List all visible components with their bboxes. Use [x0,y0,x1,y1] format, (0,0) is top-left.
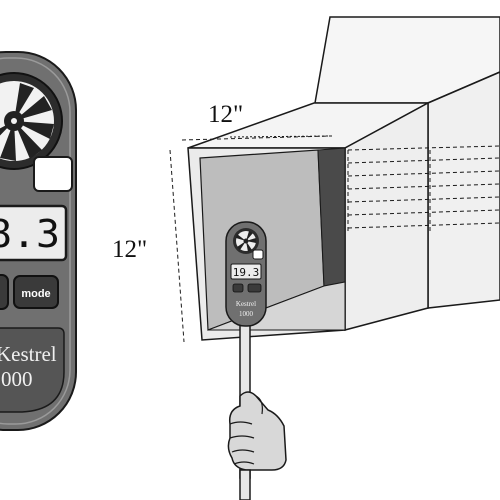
meter-small-lcd [230,263,262,280]
dimension-side: 12" [112,149,185,343]
meter-large-model: 000 [1,367,33,391]
meter-small-reading: 19.3 [233,266,260,279]
meter-large-left-button [0,274,9,310]
dimension-top: 12" [181,101,333,141]
meter-large-tab [33,156,73,192]
kestrel-meter-large: 8.3 mode Kestrel 000 [0,51,77,431]
meter-small-brand: Kestrel [236,300,256,308]
meter-small-tab [252,249,264,260]
hand-icon [227,391,287,500]
meter-small-model: 1000 [239,310,254,318]
meter-large-brand-plate [0,327,65,413]
meter-large-mode-button [13,275,59,309]
dimension-side-label: 12" [112,236,147,263]
box-side-panel [427,71,500,309]
dimension-top-label: 12" [208,101,243,128]
impeller-icon [0,72,63,170]
meter-large-lcd [0,204,68,262]
meter-small-button-mode [247,283,262,293]
meter-small-button-left [232,283,244,293]
meter-large-mode-label: mode [21,288,50,300]
meter-large-reading: 8.3 [0,212,60,256]
flow-straightener [347,145,500,232]
pole-below-hand [239,469,251,500]
meter-large-inner-border [0,57,71,425]
meter-large-brand: Kestrel [0,342,57,366]
small-impeller-icon [233,228,259,254]
